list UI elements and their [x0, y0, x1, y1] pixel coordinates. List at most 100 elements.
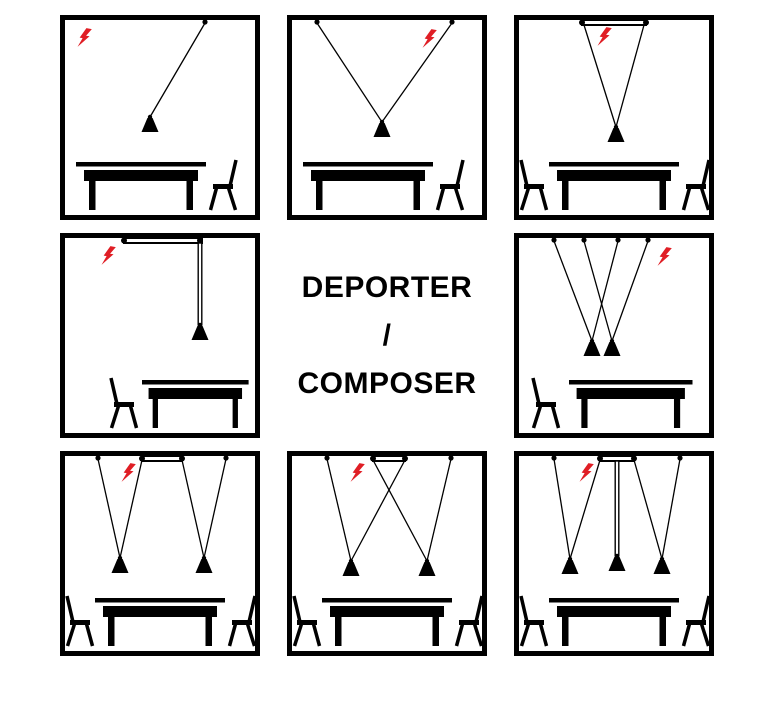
ceiling-mount-dot [448, 455, 454, 461]
panel-border [287, 15, 487, 220]
pendant-lamp-icon [342, 558, 360, 576]
panel-border [60, 15, 260, 220]
cable-line [591, 240, 619, 342]
lightning-icon [350, 462, 365, 484]
table-icon [569, 380, 693, 428]
cable-line [119, 459, 143, 559]
panel-border [287, 451, 487, 656]
chair-icon [533, 378, 559, 428]
cable-line [203, 458, 227, 559]
lightning-icon [657, 246, 672, 268]
ceiling-mount-dot [615, 237, 621, 243]
title-line-3: COMPOSER [297, 366, 477, 400]
lightning-icon [101, 245, 116, 267]
table-icon [142, 380, 249, 428]
cable-line [181, 459, 205, 559]
ceiling-track [372, 455, 406, 462]
title-line-1: DEPORTER [301, 270, 473, 304]
cable-line [426, 458, 452, 562]
chair-icon [521, 596, 547, 646]
table-icon [549, 162, 679, 210]
ceiling-track [141, 455, 183, 462]
ceiling-mount-dot [139, 455, 145, 462]
lightning-icon [77, 27, 92, 49]
lightning-icon [121, 462, 136, 484]
pendant-lamp-icon [603, 338, 621, 356]
pendant-lamp-icon [653, 556, 671, 574]
cable-line [553, 458, 571, 560]
chair-icon [457, 596, 483, 646]
panel-bottom-left [60, 451, 260, 656]
pendant-lamp-icon [191, 322, 209, 340]
ceiling-mount-dot [324, 455, 330, 461]
ceiling-mount-dot [95, 455, 101, 461]
cable-line [350, 459, 406, 562]
pendant-lamp-icon [607, 124, 625, 142]
pendant-lamp-icon [608, 553, 626, 571]
chair-icon [684, 596, 710, 646]
pendant-lamp-icon [141, 114, 159, 132]
panel-top-center [287, 15, 487, 220]
composition-grid: DEPORTER / COMPOSER [60, 15, 714, 656]
ceiling-mount-dot [551, 455, 557, 461]
chair-icon [67, 596, 93, 646]
ceiling-mount-dot [402, 455, 408, 462]
cable-line [381, 22, 453, 123]
pendant-lamp-icon [195, 555, 213, 573]
rigid-stem [197, 242, 203, 326]
cable-line [553, 240, 593, 342]
pendant-lamp-icon [373, 119, 391, 137]
table-icon [95, 598, 225, 646]
cable-line [615, 24, 645, 128]
cable-line [569, 459, 601, 560]
ceiling-track [599, 455, 635, 462]
table-icon [303, 162, 433, 210]
ceiling-mount-dot [631, 455, 637, 462]
ceiling-mount-dot [202, 19, 208, 25]
chair-icon [521, 160, 547, 210]
chair-icon [684, 160, 710, 210]
panel-middle-left [60, 233, 260, 438]
chair-icon [111, 378, 137, 428]
cable-line [316, 22, 383, 123]
panel-border [60, 233, 260, 438]
ceiling-mount-dot [645, 237, 651, 243]
ceiling-mount-dot [370, 455, 376, 462]
cable-line [583, 240, 613, 342]
panel-title: DEPORTER / COMPOSER [287, 233, 487, 438]
ceiling-mount-dot [223, 455, 229, 461]
ceiling-mount-dot [121, 237, 127, 244]
panel-middle-right [514, 233, 714, 438]
ceiling-mount-dot [643, 19, 649, 26]
ceiling-mount-dot [314, 19, 320, 25]
cable-line [633, 459, 663, 560]
ceiling-track [123, 237, 203, 244]
chair-icon [294, 596, 320, 646]
cable-line [611, 240, 649, 342]
cable-line [97, 458, 121, 559]
chair-icon [211, 160, 237, 210]
table-icon [322, 598, 452, 646]
ceiling-track [581, 19, 647, 26]
table-icon [549, 598, 679, 646]
panel-border [60, 451, 260, 656]
panel-border [514, 451, 714, 656]
lightning-icon [597, 26, 612, 48]
ceiling-mount-dot [597, 455, 603, 462]
panel-bottom-center [287, 451, 487, 656]
cable-line [583, 24, 617, 128]
panel-top-right [514, 15, 714, 220]
chair-icon [438, 160, 464, 210]
cable-line [149, 22, 206, 118]
cable-line [372, 459, 428, 562]
pendant-lamp-icon [583, 338, 601, 356]
panel-border [514, 233, 714, 438]
ceiling-mount-dot [677, 455, 683, 461]
ceiling-mount-dot [579, 19, 585, 26]
panel-bottom-right [514, 451, 714, 656]
ceiling-mount-dot [449, 19, 455, 25]
table-icon [76, 162, 206, 210]
cable-line [326, 458, 352, 562]
title-line-2: / [382, 318, 392, 352]
ceiling-mount-dot [197, 237, 203, 244]
